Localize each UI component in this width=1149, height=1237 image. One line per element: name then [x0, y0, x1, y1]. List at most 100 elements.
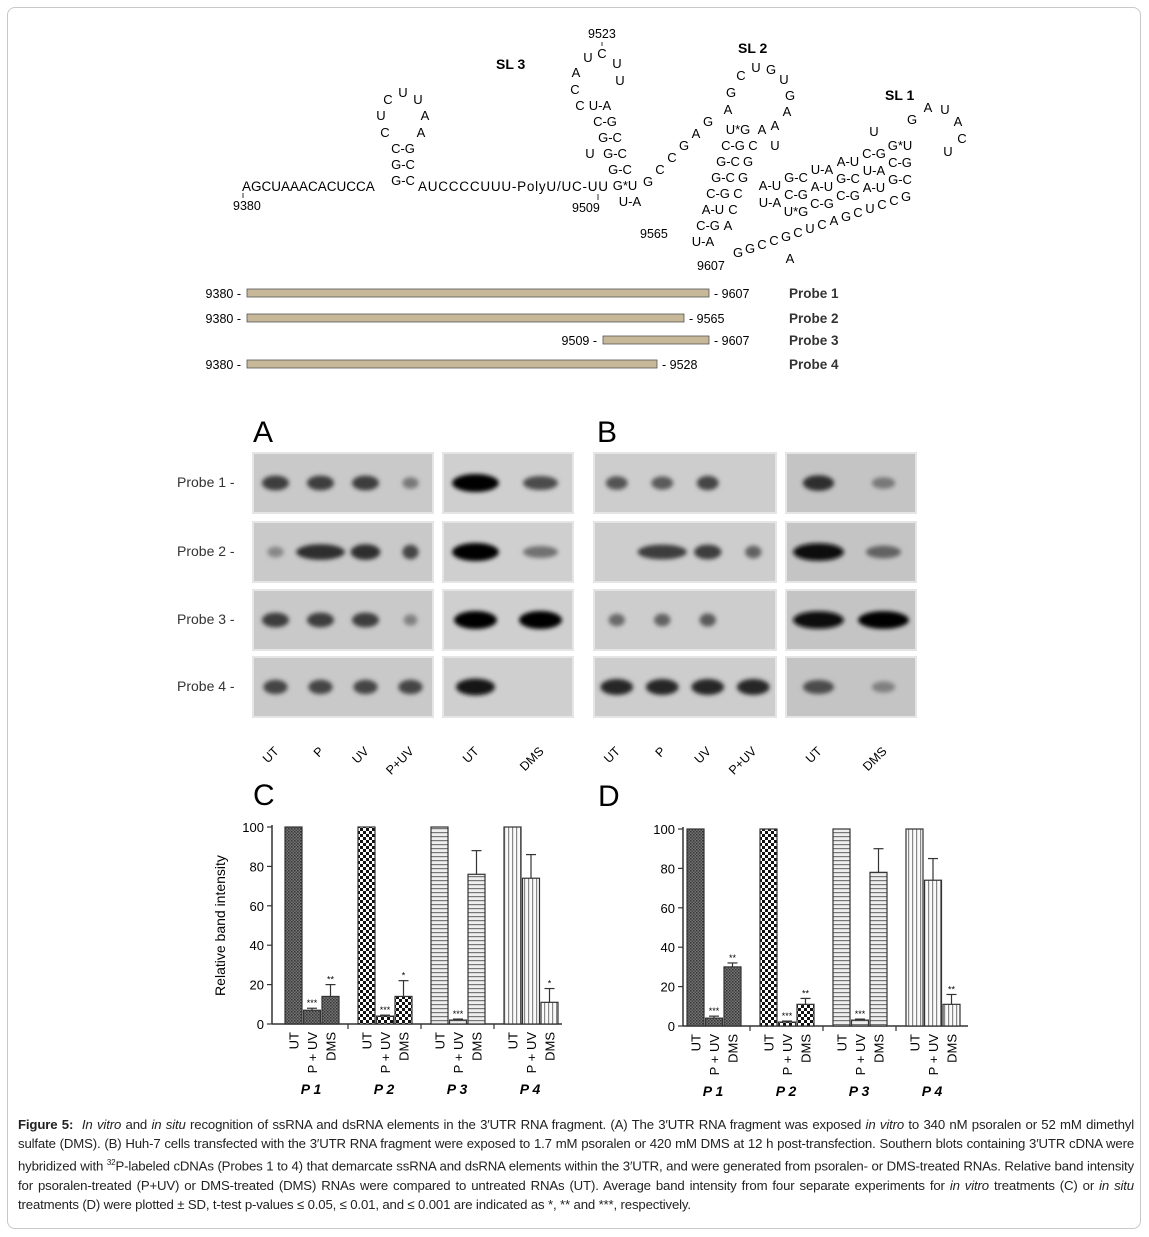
probe-start: 9509 -	[562, 334, 597, 348]
blot-row-label: Probe 2 -	[177, 543, 235, 559]
sl3-stem-pair: C-G	[593, 114, 617, 129]
sl1-stem-pair: A-U	[837, 154, 859, 169]
sl3-loop-base: U	[612, 56, 621, 71]
sl1-loop-base: U	[940, 102, 949, 117]
blot-band	[452, 474, 499, 492]
sl1-loop-base: C	[957, 131, 966, 146]
sl1-stem-inner: G	[781, 229, 791, 244]
bar	[321, 995, 340, 1025]
sl1-loop-base: A	[924, 100, 933, 115]
category-label: P + UV	[524, 1032, 539, 1074]
significance-label: ***	[380, 1005, 391, 1015]
lane-label: DMS	[517, 744, 547, 774]
hairpin-stem-pair: C-G	[391, 141, 415, 156]
sl2-loop-base: C	[736, 68, 745, 83]
lane-label: P+UV	[726, 744, 760, 778]
sl1-stem-inner: U	[805, 221, 814, 236]
bar	[759, 828, 778, 1027]
sl1-stem-inner: C	[793, 225, 802, 240]
group-label: P 1	[301, 1081, 322, 1097]
position-9509: 9509	[572, 201, 600, 215]
blot-band	[402, 544, 419, 560]
category-label: P + UV	[378, 1032, 393, 1074]
probe-start: 9380 -	[206, 312, 241, 326]
category-label: UT	[908, 1034, 923, 1051]
bar	[394, 995, 413, 1025]
panel-label: C	[253, 779, 275, 812]
sl1-stem-pair: A-U	[811, 179, 833, 194]
hairpin-loop-base: U	[376, 108, 385, 123]
sl1-bulge-base: U	[869, 124, 878, 139]
probe-name: Probe 2	[789, 311, 839, 326]
probe-name: Probe 4	[789, 357, 839, 372]
probe-bar	[246, 288, 710, 298]
hairpin-stem-pair: G-C	[391, 173, 415, 188]
sl1-stem-pair: U-A	[759, 195, 782, 210]
category-label: P + UV	[853, 1034, 868, 1076]
category-label: UT	[762, 1034, 777, 1051]
significance-label: **	[948, 984, 956, 994]
category-label: DMS	[945, 1034, 960, 1063]
sl1-stem-pair: G-C	[888, 172, 912, 187]
category-label: UT	[287, 1032, 302, 1049]
category-label: UT	[360, 1032, 375, 1049]
junction-base: C	[667, 150, 676, 165]
blot-band	[350, 544, 381, 560]
y-tick-label: 0	[257, 1017, 264, 1032]
blot-panel	[252, 589, 434, 651]
hairpin-loop-base: U	[398, 85, 407, 100]
caption-text: P-labeled cDNAs (Probes 1 to 4) that dem…	[18, 1158, 1134, 1193]
bar	[796, 1003, 815, 1027]
figure-frame	[7, 7, 1141, 1229]
y-axis-label: Relative band intensity	[212, 855, 228, 996]
sl3-stem-pair: U-A	[589, 98, 612, 113]
blot-panel	[442, 589, 574, 651]
significance-label: **	[327, 975, 335, 985]
category-label: P + UV	[926, 1034, 941, 1076]
lane-label: UT	[601, 744, 623, 766]
lane-label: P	[653, 744, 669, 760]
sl3-loop-base: U	[615, 73, 624, 88]
figure-caption: Figure 5: In vitro and in situ recogniti…	[18, 1115, 1134, 1214]
category-label: DMS	[324, 1032, 339, 1061]
sl2-stem-pair: U-A	[692, 234, 715, 249]
sl1-bulge-base: A	[786, 251, 795, 266]
caption-text: in vitro	[865, 1117, 905, 1132]
blot-band	[699, 613, 716, 627]
blot-band	[308, 679, 333, 695]
junction-base: G	[703, 114, 713, 129]
sl1-stem-inner: C	[769, 233, 778, 248]
y-tick-label: 80	[250, 859, 264, 874]
sl2-loop-base: A	[758, 122, 767, 137]
lane-label: UT	[460, 744, 482, 766]
sl2-loop-base: G	[766, 62, 776, 77]
y-tick-label: 100	[653, 822, 675, 837]
sl3-stem-pair: G-C	[608, 162, 632, 177]
blot-band	[353, 679, 378, 695]
blot-panel	[593, 656, 777, 718]
bar	[923, 879, 943, 1027]
category-label: P + UV	[451, 1032, 466, 1074]
group-label: P 2	[374, 1081, 395, 1097]
blot-band	[696, 475, 719, 491]
sl3-loop-base: A	[572, 65, 581, 80]
y-tick-label: 20	[250, 978, 264, 993]
y-tick-label: 0	[668, 1019, 675, 1034]
sl1-loop-base: A	[954, 114, 963, 129]
junction-base: A	[692, 126, 701, 141]
category-label: P + UV	[780, 1034, 795, 1076]
blot-band	[352, 475, 379, 491]
y-tick-label: 40	[250, 938, 264, 953]
blot-band	[519, 611, 562, 629]
bar	[686, 828, 705, 1027]
bar	[357, 826, 376, 1025]
sl1-label: SL 1	[885, 87, 915, 103]
group-label: P 3	[849, 1083, 870, 1099]
blot-band	[802, 680, 835, 694]
blot-band	[793, 543, 844, 561]
sl3-stem-pair: G-C	[598, 130, 622, 145]
sl2-stem-inner: C	[748, 138, 757, 153]
